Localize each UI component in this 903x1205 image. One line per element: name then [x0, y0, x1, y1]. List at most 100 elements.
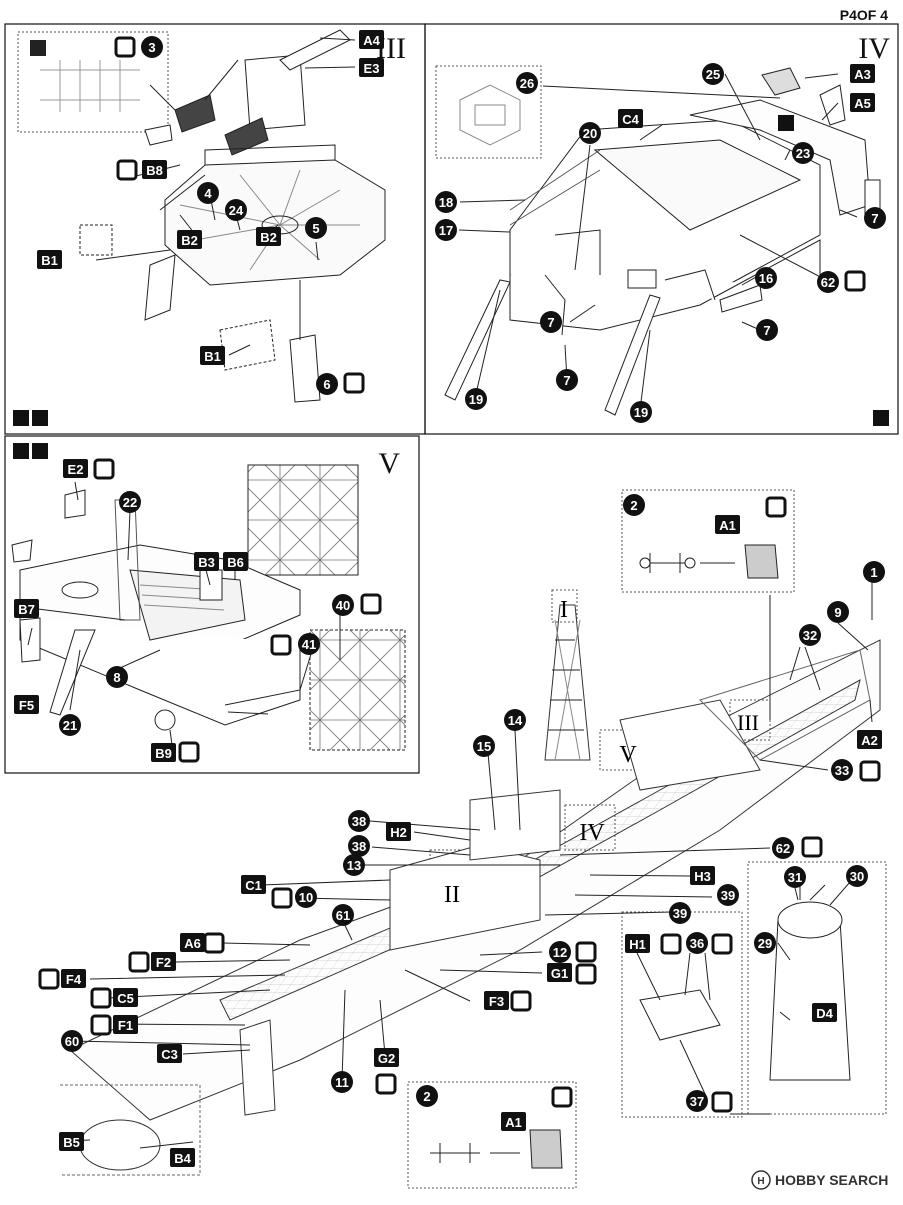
part-label-tH1: H1 — [629, 937, 646, 952]
part-tag-tA3 — [850, 64, 875, 83]
callout-number-b32: 32 — [803, 628, 817, 643]
panel-v-icons — [13, 443, 48, 459]
part-tag-tA1b — [501, 1112, 526, 1131]
part-tag-tA6 — [180, 933, 205, 952]
callout-ball-b62a — [817, 271, 839, 293]
callout-number-b21: 21 — [63, 718, 77, 733]
part-label-tA5: A5 — [854, 96, 871, 111]
panel-iii: III — [4, 23, 426, 435]
callout-ball-b7b — [540, 311, 562, 333]
part-tag-tF1 — [113, 1015, 138, 1034]
part-tag-tB1b — [200, 346, 225, 365]
part-tag-tB9 — [151, 743, 176, 762]
part-label-tB9: B9 — [155, 746, 172, 761]
marker-ii: II — [444, 882, 460, 908]
marker-v: V — [619, 742, 637, 768]
callout-number-b38b: 38 — [352, 839, 366, 854]
turret-drawing — [144, 29, 351, 156]
callout-number-b7b: 7 — [547, 315, 554, 330]
ship-overview: I II III IV V — [59, 489, 887, 1189]
part-label-tA3: A3 — [854, 67, 871, 82]
callout-ball-b11 — [331, 1071, 353, 1093]
callout-ball-b60 — [61, 1030, 83, 1052]
panel-iv: IV — [424, 23, 899, 435]
callout-number-b14: 14 — [508, 713, 523, 728]
part-label-tF3: F3 — [489, 994, 504, 1009]
callout-ball-b39a — [717, 884, 739, 906]
page-label: P4OF 4 — [840, 7, 888, 23]
part-label-tC5: C5 — [117, 991, 134, 1006]
watermark: H HOBBY SEARCH — [751, 1170, 888, 1190]
part-tag-tH3 — [690, 866, 715, 885]
part-label-tE3: E3 — [364, 61, 380, 76]
callout-number-b22: 22 — [123, 495, 137, 510]
part-label-tB4: B4 — [174, 1151, 191, 1166]
part-tag-tG1 — [547, 963, 572, 982]
callout-number-b38a: 38 — [352, 814, 366, 829]
part-tag-tC1 — [241, 875, 266, 894]
part-label-tH2: H2 — [390, 825, 407, 840]
part-tag-tB2a — [177, 230, 202, 249]
callout-ball-b36 — [686, 932, 708, 954]
callout-number-b1: 1 — [870, 565, 877, 580]
callout-number-b11: 11 — [335, 1075, 349, 1090]
mast-drawing — [548, 639, 584, 731]
panel-v: V — [4, 435, 420, 774]
callout-number-b39b: 39 — [673, 906, 687, 921]
part-tag-tD4 — [812, 1003, 837, 1022]
part-tag-tB4 — [170, 1148, 195, 1167]
part-label-tA2: A2 — [861, 733, 878, 748]
callout-number-b40: 40 — [336, 598, 350, 613]
callout-ball-b12 — [549, 941, 571, 963]
callout-number-b7a: 7 — [871, 211, 878, 226]
panel-iv-icons — [778, 115, 889, 426]
callout-ball-b41 — [298, 633, 320, 655]
part-label-tF5: F5 — [19, 698, 34, 713]
callout-number-b61: 61 — [336, 908, 350, 923]
part-tag-tF4 — [61, 969, 86, 988]
callout-ball-b3 — [141, 36, 163, 58]
part-label-tF4: F4 — [66, 972, 82, 987]
callout-number-b2b: 2 — [423, 1089, 430, 1104]
callout-number-b37: 37 — [690, 1094, 704, 1109]
part-label-tB1a: B1 — [41, 253, 58, 268]
callout-ball-b7d — [556, 369, 578, 391]
part-tag-tB2b — [256, 227, 281, 246]
marker-iii: III — [737, 710, 759, 735]
part-tag-tF3 — [484, 991, 509, 1010]
callout-ball-b24 — [225, 199, 247, 221]
part-tag-tH1 — [625, 934, 650, 953]
callout-number-b8: 8 — [113, 670, 120, 685]
callout-ball-b7c — [756, 319, 778, 341]
part-label-tC3: C3 — [161, 1047, 178, 1062]
part-tag-tB7 — [14, 599, 39, 618]
callout-ball-b13 — [343, 854, 365, 876]
callout-number-b9: 9 — [834, 605, 841, 620]
callout-ball-b62b — [772, 837, 794, 859]
part-tag-tC3 — [157, 1044, 182, 1063]
svg-text:H: H — [757, 1176, 764, 1187]
callout-ball-b14 — [504, 709, 526, 731]
part-tag-tE3 — [359, 58, 384, 77]
part-tag-tA1a — [715, 515, 740, 534]
callout-number-b2a: 2 — [630, 498, 637, 513]
part-tag-tB6 — [223, 552, 248, 571]
part-label-tD4: D4 — [816, 1006, 833, 1021]
callout-ball-b61 — [332, 904, 354, 926]
panel-iv-title: IV — [858, 32, 890, 65]
callout-number-b29: 29 — [758, 936, 772, 951]
callout-ball-b29 — [754, 932, 776, 954]
callout-ball-b31 — [784, 866, 806, 888]
panel-v-leaders — [27, 481, 341, 746]
callout-number-b24: 24 — [229, 203, 244, 218]
callout-ball-b26 — [516, 72, 538, 94]
hull-drawing — [60, 589, 881, 1176]
callout-ball-b17 — [435, 219, 457, 241]
octagon-deck-drawing — [79, 144, 386, 403]
callout-ball-b40 — [332, 594, 354, 616]
callout-ball-b38a — [348, 810, 370, 832]
marker-i: I — [560, 597, 568, 623]
callout-number-b15: 15 — [477, 739, 491, 754]
